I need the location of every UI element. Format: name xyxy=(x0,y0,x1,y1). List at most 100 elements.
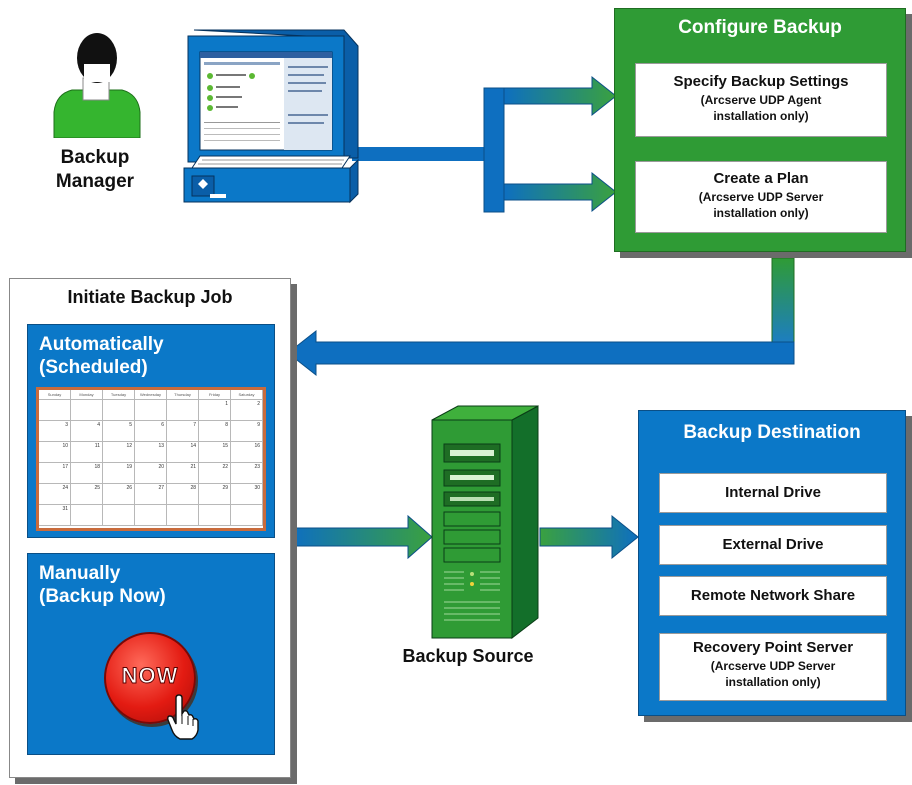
automatic-label-line1: Automatically xyxy=(39,334,164,355)
recovery-point-server-sub2: installation only) xyxy=(725,675,821,689)
create-plan-box[interactable]: Create a Plan (Arcserve UDP Server insta… xyxy=(635,161,887,233)
calendar-day-number: 23 xyxy=(254,464,260,470)
calendar-day-cell: 6 xyxy=(135,421,167,442)
calendar-day-cell: 23 xyxy=(231,463,263,484)
specify-backup-settings-sub1: (Arcserve UDP Agent xyxy=(700,93,822,107)
calendar-day-cell: 17 xyxy=(39,463,71,484)
calendar-day-cell: 21 xyxy=(167,463,199,484)
initiate-backup-title: Initiate Backup Job xyxy=(67,287,233,307)
calendar-day-number: 16 xyxy=(254,443,260,449)
calendar-day-number: 18 xyxy=(94,464,100,470)
arrow-source-to-destination xyxy=(539,514,639,560)
calendar-day-cell: 18 xyxy=(71,463,103,484)
calendar-day-number: 19 xyxy=(126,464,132,470)
backup-destination-panel: Backup Destination Internal Drive Extern… xyxy=(638,410,906,716)
calendar-day-cell: 8 xyxy=(199,421,231,442)
calendar-day-number: 8 xyxy=(225,422,228,428)
calendar-day-cell: 31 xyxy=(39,505,71,526)
calendar-day-cell: 7 xyxy=(167,421,199,442)
calendar-day-cell: 1 xyxy=(199,400,231,421)
external-drive-box[interactable]: External Drive xyxy=(659,525,887,565)
calendar-day-header: Monday xyxy=(71,390,103,400)
calendar-day-header: Thursday xyxy=(167,390,199,400)
initiate-backup-panel: Initiate Backup Job Automatically (Sched… xyxy=(9,278,291,778)
recovery-point-server-box[interactable]: Recovery Point Server (Arcserve UDP Serv… xyxy=(659,633,887,701)
configure-backup-title: Configure Backup xyxy=(678,17,842,38)
calendar-day-cell: 22 xyxy=(199,463,231,484)
specify-backup-settings-box[interactable]: Specify Backup Settings (Arcserve UDP Ag… xyxy=(635,63,887,137)
arrow-initiate-to-source xyxy=(291,514,433,560)
hand-pointer-icon xyxy=(167,694,199,740)
calendar-day-number: 17 xyxy=(62,464,68,470)
calendar-day-cell: 28 xyxy=(167,484,199,505)
calendar-day-cell: 13 xyxy=(135,442,167,463)
calendar-day-number: 26 xyxy=(126,485,132,491)
remote-network-share-box[interactable]: Remote Network Share xyxy=(659,576,887,616)
backup-now-button-label: NOW xyxy=(121,663,179,689)
external-drive-label: External Drive xyxy=(722,536,824,553)
calendar-day-number: 12 xyxy=(126,443,132,449)
calendar-day-number: 13 xyxy=(158,443,164,449)
calendar-day-number: 1 xyxy=(225,401,228,407)
backup-source-label: Backup Source xyxy=(402,646,534,666)
internal-drive-label: Internal Drive xyxy=(725,484,821,501)
calendar-day-number: 30 xyxy=(254,485,260,491)
create-plan-sub1: (Arcserve UDP Server xyxy=(698,190,824,204)
calendar-day-header: Saturday xyxy=(231,390,263,400)
calendar-day-number: 20 xyxy=(158,464,164,470)
backup-manager-label-line2: Manager xyxy=(55,171,135,192)
create-plan-sub2: installation only) xyxy=(713,206,809,220)
calendar-day-number: 11 xyxy=(94,443,100,449)
calendar-day-cell xyxy=(39,400,71,421)
calendar-day-cell: 11 xyxy=(71,442,103,463)
calendar-day-cell xyxy=(199,505,231,526)
calendar-day-cell: 24 xyxy=(39,484,71,505)
calendar-day-number: 7 xyxy=(193,422,196,428)
specify-backup-settings-title: Specify Backup Settings xyxy=(673,73,849,90)
calendar-day-number: 5 xyxy=(129,422,132,428)
calendar-day-cell xyxy=(231,505,263,526)
calendar-day-number: 4 xyxy=(97,422,100,428)
calendar-day-number: 31 xyxy=(62,506,68,512)
calendar-day-number: 24 xyxy=(62,485,68,491)
computer-icon xyxy=(183,29,359,204)
calendar-day-cell xyxy=(167,400,199,421)
calendar-day-cell: 12 xyxy=(103,442,135,463)
remote-network-share-label: Remote Network Share xyxy=(690,587,856,604)
calendar-day-cell: 5 xyxy=(103,421,135,442)
internal-drive-box[interactable]: Internal Drive xyxy=(659,473,887,513)
calendar-day-number: 9 xyxy=(257,422,260,428)
calendar-day-cell: 9 xyxy=(231,421,263,442)
calendar-day-header: Friday xyxy=(199,390,231,400)
manual-label-line1: Manually xyxy=(39,563,121,584)
calendar-day-cell: 14 xyxy=(167,442,199,463)
calendar-day-header: Wednesday xyxy=(135,390,167,400)
calendar-day-number: 29 xyxy=(222,485,228,491)
calendar-day-number: 22 xyxy=(222,464,228,470)
calendar-day-number: 28 xyxy=(190,485,196,491)
calendar-day-header: Sunday xyxy=(39,390,71,400)
arrow-computer-to-configure xyxy=(352,75,617,213)
calendar-day-cell: 4 xyxy=(71,421,103,442)
calendar-day-cell: 30 xyxy=(231,484,263,505)
backup-manager-label-line1: Backup xyxy=(60,147,130,168)
calendar-day-cell xyxy=(135,505,167,526)
configure-backup-panel: Configure Backup Specify Backup Settings… xyxy=(614,8,906,252)
calendar-day-number: 15 xyxy=(222,443,228,449)
calendar-day-number: 6 xyxy=(161,422,164,428)
calendar-day-cell: 2 xyxy=(231,400,263,421)
calendar-day-cell: 29 xyxy=(199,484,231,505)
manual-label-line2: (Backup Now) xyxy=(39,586,166,607)
backup-destination-title: Backup Destination xyxy=(683,422,861,443)
calendar-day-cell: 15 xyxy=(199,442,231,463)
calendar-day-number: 3 xyxy=(65,422,68,428)
calendar-day-cell xyxy=(167,505,199,526)
calendar-day-number: 25 xyxy=(94,485,100,491)
create-plan-title: Create a Plan xyxy=(713,170,809,187)
calendar-day-cell: 26 xyxy=(103,484,135,505)
manual-backup-panel[interactable]: Manually (Backup Now) NOW xyxy=(27,553,275,755)
calendar-day-cell: 20 xyxy=(135,463,167,484)
